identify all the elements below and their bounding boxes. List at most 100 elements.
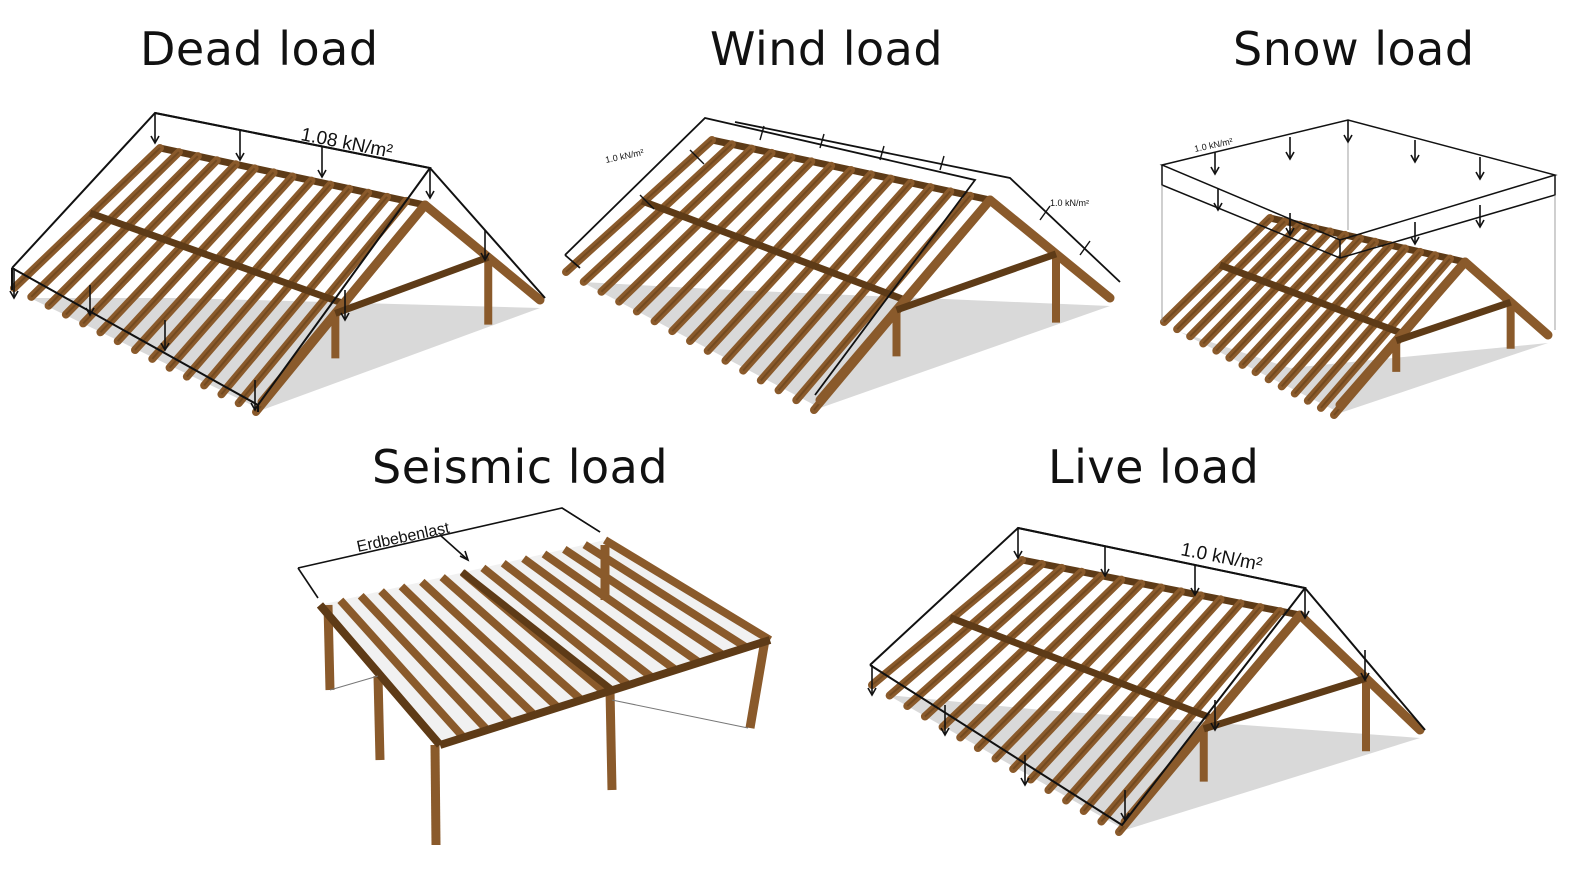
wind-arrow [819,133,825,149]
load-arrow-head [1360,672,1370,682]
rafter-shade [1280,247,1406,388]
floor-joist [337,597,467,741]
floor-joist [378,588,514,726]
gable-rafter-left [257,200,430,407]
load-arrow-head [317,169,327,179]
rafter-shade [671,165,832,332]
rafter-shade [82,163,237,325]
rafter-shade [1228,234,1346,359]
snow-arrow-head [1343,134,1353,144]
snow-arrow-head [1410,154,1420,164]
rafter-shade [237,200,407,404]
seismic-load-envelope [297,507,601,599]
rafter-shade [1030,594,1202,781]
load-arrow-head [250,402,260,412]
snow-load-roof-structure [1160,214,1553,419]
rafter-shade [653,160,812,322]
seismic-load-title: Seismic load [372,440,669,494]
gable-rafter-left [1335,257,1470,410]
floor-joist [521,555,679,674]
wind-load-title: Wind load [710,22,944,76]
rafter-shade [689,169,852,342]
rafter-shade [941,574,1103,728]
floor-joist [480,564,632,689]
purlin [88,209,345,307]
gable-rafter-left [815,195,995,405]
seismic-load-frame-structure [316,536,773,846]
rafter-shade [1320,257,1451,409]
column [430,744,441,846]
rafter-shade [1241,237,1361,366]
gable-rafter-right [420,200,545,305]
rafter-shade [777,190,952,391]
rafter-shade [1082,606,1262,812]
purlin [1218,261,1404,337]
main-beam [459,569,615,693]
collar-tie [1395,298,1512,344]
snow-arrow-head [1475,171,1485,181]
edge-beam [438,636,772,749]
rafter-shade [1254,241,1376,373]
load-arrow-head [150,135,160,145]
rafter-shade [1202,227,1316,345]
rafter-shade [65,159,218,316]
snow-arrow-head [1475,219,1485,229]
rafter-shade [706,173,872,352]
rafter-shade [600,147,753,293]
load-arrow-head [85,307,95,317]
load-arrow-head [940,727,950,737]
floor-joist [562,545,726,659]
rafter-shade [888,563,1043,697]
gable-rafter-left [1120,610,1305,827]
load-arrow-head [1120,812,1130,822]
rafter-shade [99,167,256,333]
live-load-title: Live load [1048,440,1260,494]
collar-tie [1202,674,1368,733]
wind-load-arrows [639,125,1091,256]
live-load-arrows [867,528,1370,822]
load-arrow-head [1013,550,1023,560]
rafter-shade [1215,230,1331,352]
gable-rafter-right [1295,610,1425,735]
load-arrow-head [1020,777,1030,787]
floor-joist [500,560,655,681]
load-arrow-head [1300,610,1310,620]
rafter-shade [618,152,773,303]
floor-joist [582,541,749,651]
rafter-shade [742,182,912,372]
rafter-shade [220,196,388,395]
rafter-shade [795,195,971,401]
snow-arrow-head [1410,236,1420,246]
wind-load-roof-structure [562,136,1115,414]
rafter-shade [924,571,1083,718]
rafter-shade [724,177,892,362]
edge-beam [316,602,444,748]
gable-rafter-right [985,195,1115,303]
wind-arrow [939,155,945,171]
load-arrow-head [9,290,19,300]
purlin [640,197,907,304]
rafter-shade [1307,254,1436,402]
purlin [948,614,1214,722]
load-arrow-head [235,152,245,162]
rafter-shade [203,192,369,387]
snow-load-envelope [1159,119,1558,259]
rafter-shade [30,151,180,298]
wind-arrow [689,149,705,165]
rafter-shade [1176,220,1286,330]
dead-load-arrows [9,113,490,412]
rafter-shade [1065,602,1242,802]
rafter-shade [959,578,1122,739]
live-load-roof-structure [868,556,1425,836]
bracing-cable [611,699,749,729]
load-arrow-head [480,252,490,262]
rafter-shade [1294,251,1421,395]
snow-arrow-head [1210,166,1220,176]
dead-load-roof-structure [10,144,545,416]
rafter-shade [1189,224,1301,338]
wind-load-envelope [564,117,1121,396]
rafter-shade [760,186,932,382]
